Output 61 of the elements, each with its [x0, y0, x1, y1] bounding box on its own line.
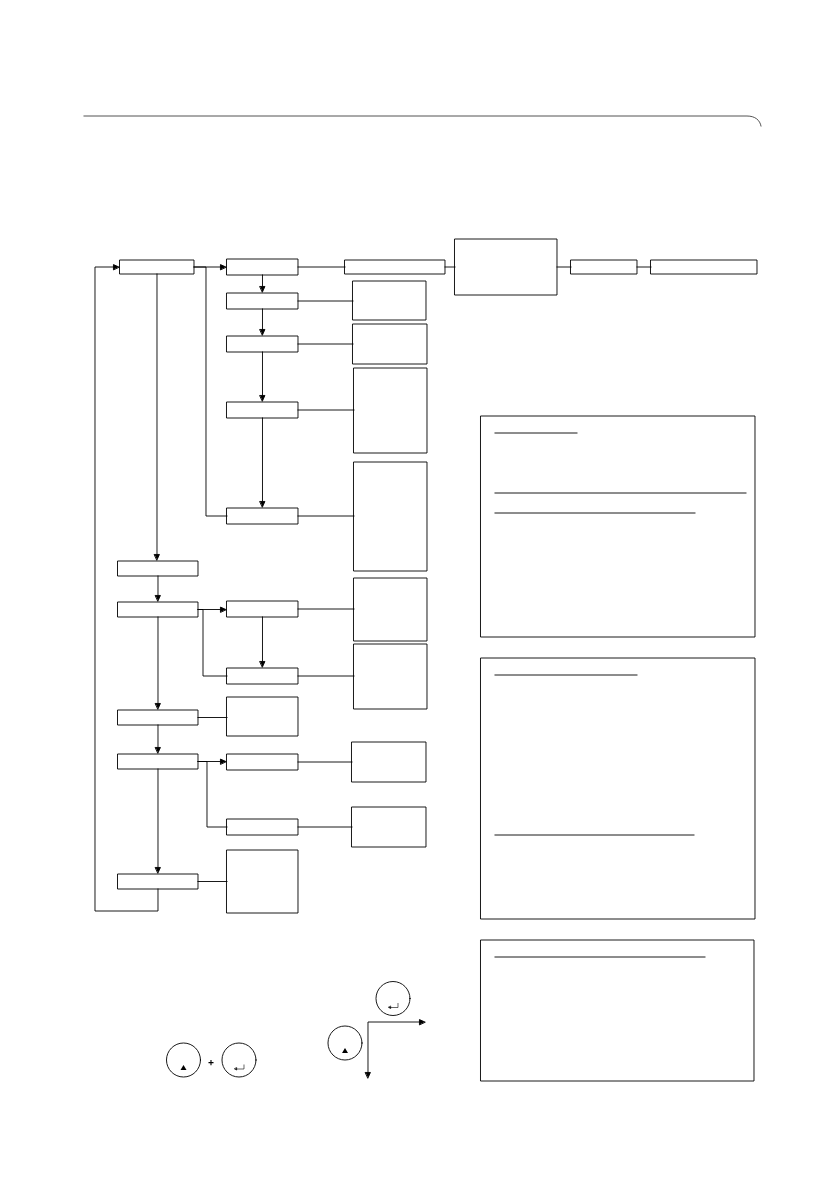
connector-line — [297, 343, 354, 345]
arrow — [259, 351, 266, 402]
note-panel — [480, 939, 755, 1082]
process-box — [226, 507, 299, 525]
description-box — [353, 577, 428, 642]
process-box — [226, 818, 299, 836]
process-box — [117, 601, 199, 618]
arrow — [155, 616, 161, 710]
arrow — [259, 616, 266, 668]
arrow — [155, 724, 161, 754]
connector-line — [193, 266, 228, 517]
process-box — [650, 259, 758, 275]
connector-line — [197, 609, 228, 677]
arrow — [155, 768, 161, 874]
connector-line — [197, 717, 228, 718]
process-box — [570, 259, 638, 275]
description-box — [351, 741, 427, 783]
description-box — [226, 849, 299, 914]
description-box — [352, 280, 427, 321]
description-box — [353, 643, 428, 710]
process-box — [226, 401, 299, 419]
arrow — [259, 417, 266, 508]
connector-line — [297, 300, 354, 302]
description-box — [353, 461, 428, 572]
connector-line — [297, 266, 346, 268]
connector-line — [556, 266, 572, 268]
connector-line — [197, 881, 228, 882]
connector-line — [297, 515, 355, 517]
process-box — [117, 709, 199, 726]
connector-line — [297, 675, 355, 677]
process-box — [226, 667, 299, 685]
connector-line — [197, 761, 228, 828]
description-box — [454, 238, 558, 296]
note-panel — [480, 415, 756, 638]
arrow — [155, 575, 161, 602]
connector-line — [444, 266, 456, 268]
process-box — [226, 753, 299, 771]
description-box — [352, 323, 428, 365]
arrow — [94, 264, 159, 912]
process-box — [226, 335, 299, 353]
process-box — [117, 560, 199, 577]
description-box — [353, 367, 428, 454]
process-box — [117, 753, 199, 770]
process-box — [119, 259, 195, 275]
connector-line — [636, 266, 652, 268]
connector-line — [297, 826, 353, 828]
connector-line — [297, 409, 355, 411]
arrow — [259, 274, 266, 293]
plus-sign: + — [208, 1060, 214, 1066]
note-panel — [480, 657, 756, 920]
description-box — [351, 806, 427, 848]
arrow — [154, 273, 160, 561]
connector-line — [297, 608, 355, 610]
process-box — [226, 292, 299, 310]
connector-line — [297, 761, 353, 763]
process-box — [226, 600, 299, 618]
process-box — [344, 259, 446, 275]
arrow — [259, 308, 266, 336]
process-box — [117, 873, 199, 890]
process-box — [226, 258, 299, 276]
description-box — [226, 696, 299, 737]
